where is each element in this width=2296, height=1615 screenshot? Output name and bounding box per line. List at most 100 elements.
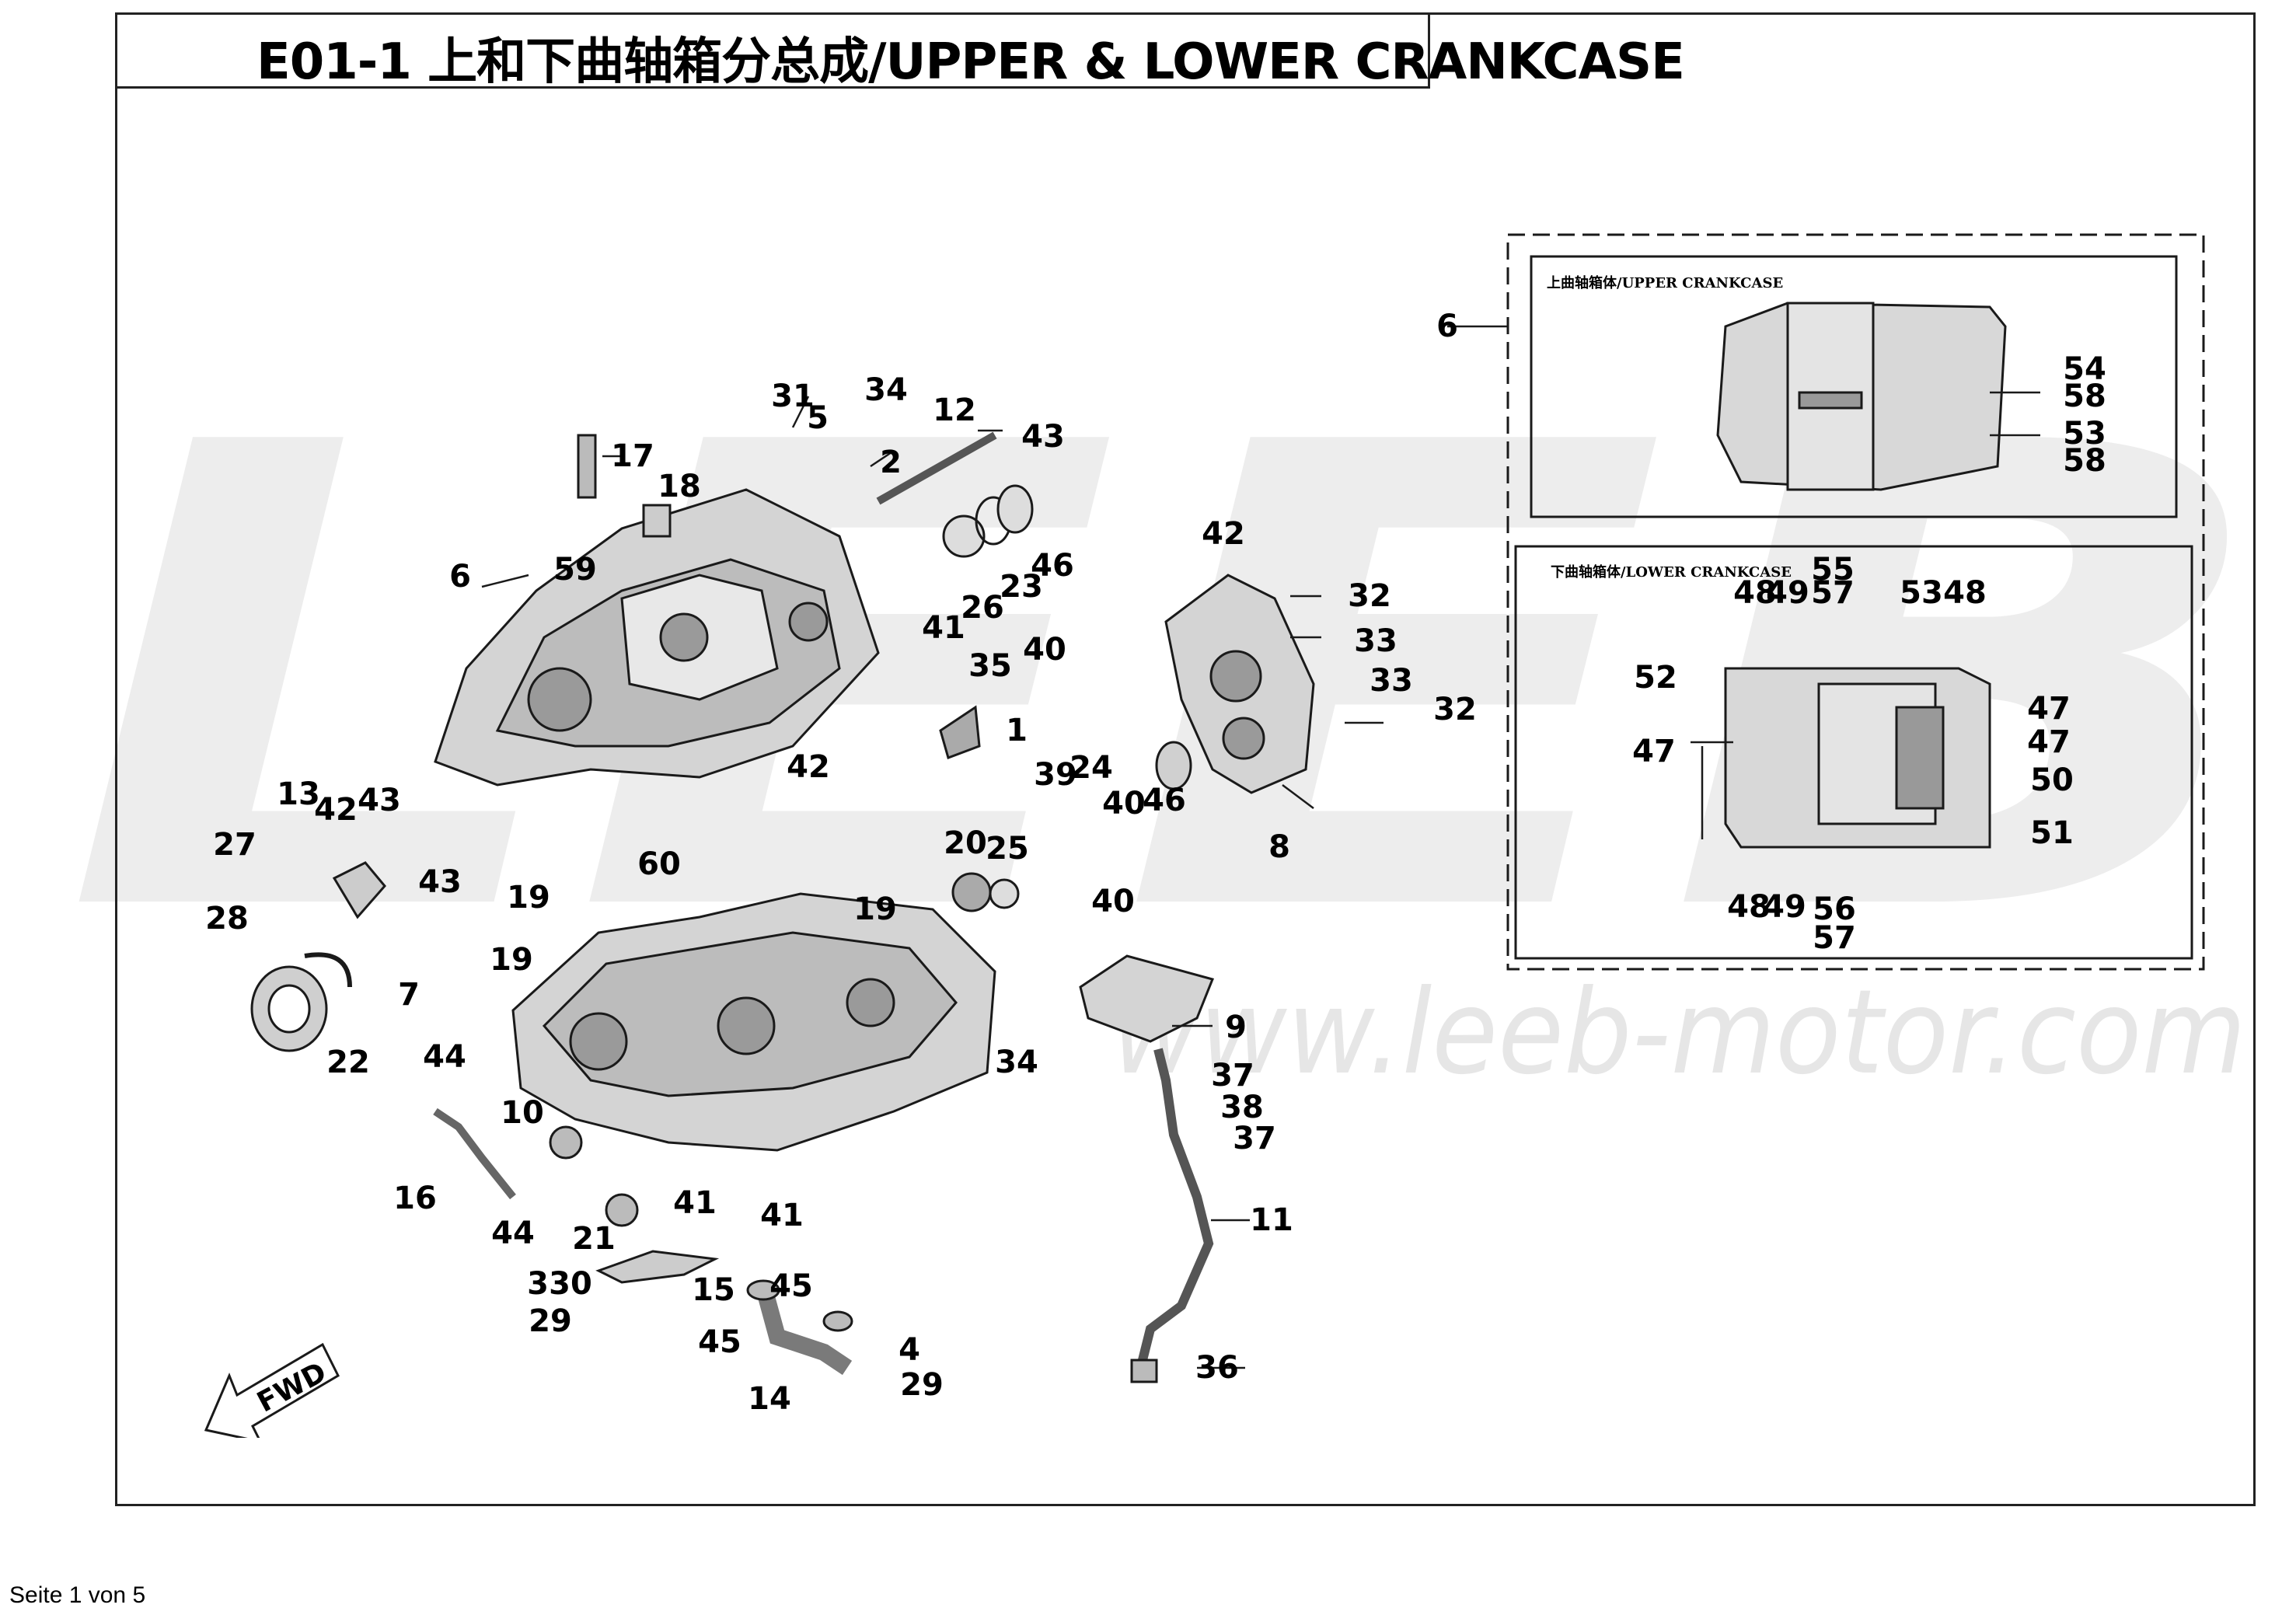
callout-45b[interactable]: 45	[698, 1324, 741, 1360]
callout-44a[interactable]: 44	[423, 1039, 466, 1075]
callout-33a[interactable]: 33	[1354, 623, 1397, 659]
callout-59[interactable]: 59	[553, 552, 597, 588]
callout-20[interactable]: 20	[944, 825, 987, 861]
callout-58a[interactable]: 58	[2063, 378, 2106, 414]
oil-pipe	[757, 1292, 853, 1376]
callout-29a[interactable]: 29	[529, 1303, 572, 1339]
callout-11[interactable]: 11	[1250, 1202, 1293, 1238]
lower-crankcase	[511, 892, 996, 1152]
callout-34a[interactable]: 34	[864, 372, 908, 408]
callout-57b[interactable]: 57	[1813, 920, 1856, 956]
callout-42c[interactable]: 42	[314, 792, 358, 828]
callout-43c[interactable]: 43	[418, 864, 462, 900]
callout-37a[interactable]: 37	[1211, 1058, 1254, 1094]
callout-5[interactable]: 5	[807, 400, 829, 436]
callout-41c[interactable]: 41	[760, 1198, 804, 1233]
callout-1[interactable]: 1	[1006, 713, 1028, 748]
callout-26[interactable]: 26	[961, 590, 1004, 626]
callout-12[interactable]: 12	[933, 392, 976, 428]
callout-27[interactable]: 27	[213, 827, 256, 863]
callout-40b[interactable]: 40	[1102, 786, 1146, 821]
callout-8[interactable]: 8	[1268, 829, 1290, 865]
callout-19c[interactable]: 19	[853, 891, 897, 927]
callout-19b[interactable]: 19	[490, 942, 533, 978]
callout-40c[interactable]: 40	[1091, 884, 1135, 919]
callout-22[interactable]: 22	[326, 1045, 370, 1080]
callout-32b[interactable]: 32	[1433, 692, 1477, 727]
callout-39[interactable]: 39	[1034, 757, 1077, 793]
callout-57a[interactable]: 57	[1811, 575, 1855, 611]
callout-4[interactable]: 4	[899, 1332, 920, 1368]
callout-42b[interactable]: 42	[787, 749, 830, 785]
page-footer: Seite 1 von 5	[9, 1582, 146, 1608]
callout-38[interactable]: 38	[1220, 1090, 1264, 1125]
callout-15[interactable]: 15	[692, 1272, 735, 1308]
inset-upper-title: 上曲轴箱体/UPPER CRANKCASE	[1547, 275, 1784, 291]
callout-58b[interactable]: 58	[2063, 443, 2106, 479]
callout-51[interactable]: 51	[2030, 815, 2074, 851]
callout-16[interactable]: 16	[393, 1181, 437, 1216]
callout-9[interactable]: 9	[1225, 1010, 1247, 1045]
callout-28[interactable]: 28	[205, 901, 249, 937]
callout-54[interactable]: 54	[2063, 351, 2106, 387]
callout-32a[interactable]: 32	[1348, 578, 1391, 614]
callout-18[interactable]: 18	[658, 469, 701, 504]
callout-45a[interactable]: 45	[769, 1268, 813, 1304]
callout-13[interactable]: 13	[277, 776, 320, 812]
callout-19a[interactable]: 19	[507, 880, 550, 916]
callout-60[interactable]: 60	[637, 846, 681, 882]
ring-46	[996, 484, 1034, 534]
callout-41a[interactable]: 41	[922, 610, 965, 646]
callout-7[interactable]: 7	[398, 977, 420, 1013]
callout-14[interactable]: 14	[748, 1381, 791, 1417]
bracket-13	[332, 861, 386, 919]
callout-35[interactable]: 35	[968, 648, 1012, 684]
callout-21[interactable]: 21	[572, 1221, 616, 1257]
callout-55[interactable]: 55	[1811, 552, 1855, 588]
callout-34b[interactable]: 34	[995, 1045, 1038, 1080]
upper-crankcase	[434, 488, 880, 787]
callout-47a[interactable]: 47	[2027, 691, 2071, 727]
callout-43b[interactable]: 43	[358, 783, 401, 818]
callout-6b[interactable]: 6	[1436, 309, 1458, 344]
callout-48c[interactable]: 48	[1727, 889, 1771, 925]
callout-47b[interactable]: 47	[2027, 724, 2071, 760]
callout-6[interactable]: 6	[449, 559, 471, 595]
callout-17[interactable]: 17	[611, 438, 654, 474]
callout-25[interactable]: 25	[986, 831, 1029, 867]
callout-33b[interactable]: 33	[1370, 663, 1413, 699]
callout-29b[interactable]: 29	[900, 1367, 944, 1403]
callout-43a[interactable]: 43	[1021, 419, 1065, 455]
callout-44b[interactable]: 44	[491, 1216, 535, 1251]
callout-46b[interactable]: 46	[1143, 783, 1186, 818]
page-title: E01-1 上和下曲轴箱分总成/UPPER & LOWER CRANKCASE	[256, 33, 1685, 91]
callout-3[interactable]: 3	[527, 1266, 549, 1302]
callout-56[interactable]: 56	[1813, 891, 1856, 927]
callout-31[interactable]: 31	[771, 378, 815, 414]
callout-49a[interactable]: 49	[1766, 575, 1809, 611]
callout-30[interactable]: 30	[549, 1266, 592, 1302]
callout-42a[interactable]: 42	[1202, 516, 1245, 552]
callout-24[interactable]: 24	[1069, 750, 1113, 786]
callout-23[interactable]: 23	[1000, 569, 1043, 605]
callout-47c[interactable]: 47	[1632, 734, 1676, 769]
callout-2[interactable]: 2	[880, 445, 902, 480]
callout-53b[interactable]: 53	[1900, 575, 1943, 611]
callout-52[interactable]: 52	[1634, 660, 1677, 696]
callout-49b[interactable]: 49	[1763, 889, 1806, 925]
oil-strainer	[1079, 954, 1215, 1383]
callout-37b[interactable]: 37	[1233, 1121, 1276, 1156]
callout-10[interactable]: 10	[501, 1095, 544, 1131]
callout-48b[interactable]: 48	[1943, 575, 1987, 611]
callout-48a[interactable]: 48	[1733, 575, 1777, 611]
callout-40a[interactable]: 40	[1023, 632, 1066, 668]
plug-10	[549, 1125, 583, 1160]
callout-36[interactable]: 36	[1195, 1350, 1239, 1386]
callout-50[interactable]: 50	[2030, 762, 2074, 798]
callout-46a[interactable]: 46	[1031, 548, 1074, 584]
callout-53a[interactable]: 53	[2063, 416, 2106, 452]
callout-41b[interactable]: 41	[673, 1185, 717, 1221]
inset-lower-box	[1514, 545, 2193, 960]
